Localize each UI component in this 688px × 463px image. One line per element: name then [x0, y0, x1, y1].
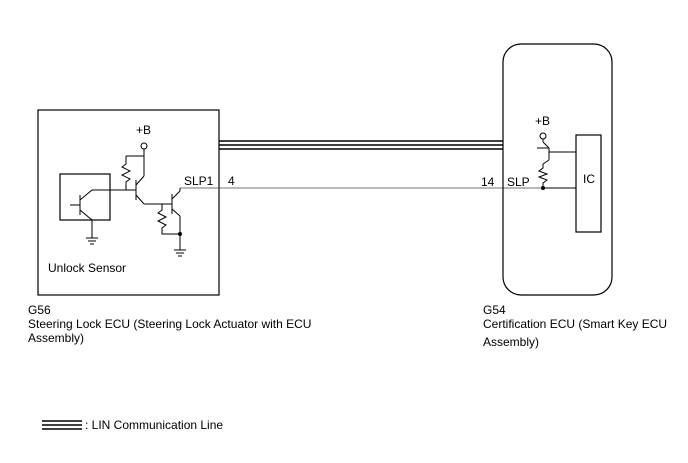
left-ecu-name-line2: Assembly): [28, 331, 84, 345]
ic-label: IC: [583, 172, 595, 186]
right-transistor: [537, 141, 576, 165]
left-pin-name: SLP1: [184, 174, 214, 188]
sensor-ground-symbol: [86, 237, 98, 245]
legend-lin-line-symbol: [42, 420, 82, 430]
left-junction-dot: [178, 232, 182, 236]
steering-lock-ecu-box: [37, 109, 220, 296]
ic-block: [575, 134, 602, 233]
right-supply-terminal: [539, 132, 547, 142]
left-resistor-2: [156, 204, 180, 235]
right-pin-name: SLP: [507, 175, 530, 189]
left-resistor: [120, 156, 132, 190]
left-ground-symbol: [174, 249, 186, 257]
unlock-sensor-label: Unlock Sensor: [48, 261, 126, 275]
legend-label: : LIN Communication Line: [85, 418, 223, 432]
left-pin-number: 4: [228, 174, 235, 188]
right-resistor: [537, 164, 549, 188]
left-transistor-2: [162, 188, 181, 250]
right-ecu-name-line2: Assembly): [483, 335, 539, 349]
lin-communication-line: [219, 140, 503, 150]
right-supply-label: +B: [535, 114, 550, 128]
unlock-sensor-transistor-symbol: [70, 189, 110, 238]
left-transistor-1: [135, 156, 162, 205]
left-supply-terminal: [126, 142, 148, 157]
left-ecu-name-line1: Steering Lock ECU (Steering Lock Actuato…: [28, 317, 311, 331]
left-supply-label: +B: [136, 123, 151, 137]
certification-ecu-box: [502, 43, 613, 296]
unlock-sensor-box: [59, 173, 111, 221]
right-connector-id: G54: [483, 303, 506, 317]
left-connector-id: G56: [28, 303, 51, 317]
right-ecu-name-line1: Certification ECU (Smart Key ECU: [483, 317, 667, 331]
right-pin-number: 14: [481, 175, 495, 189]
